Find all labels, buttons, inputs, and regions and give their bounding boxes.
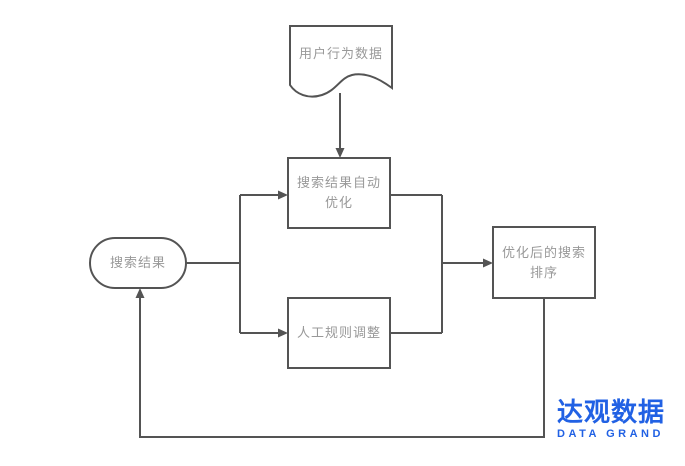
connector-search-results-branch <box>186 194 279 334</box>
document-shape-user-behavior-data <box>289 25 393 98</box>
terminator-search-results <box>89 237 187 289</box>
process-box-auto-optimize <box>287 157 391 229</box>
connector-feedback-loop <box>139 297 545 438</box>
connector-merge-to-optimized-ranking <box>389 194 484 334</box>
process-box-optimized-ranking <box>492 226 596 299</box>
arrowhead-down-into-auto-optimize <box>335 148 345 158</box>
process-box-manual-rules <box>287 297 391 369</box>
arrowhead-into-auto-optimize <box>278 190 288 200</box>
arrowhead-into-optimized-ranking <box>483 258 493 268</box>
arrowhead-into-manual-rules <box>278 328 288 338</box>
brand-logo-english: DATA GRAND <box>557 428 664 440</box>
brand-logo: 达观数据 DATA GRAND <box>557 397 677 441</box>
arrowhead-up-into-search-results <box>135 288 145 298</box>
brand-logo-chinese: 达观数据 <box>557 397 666 427</box>
